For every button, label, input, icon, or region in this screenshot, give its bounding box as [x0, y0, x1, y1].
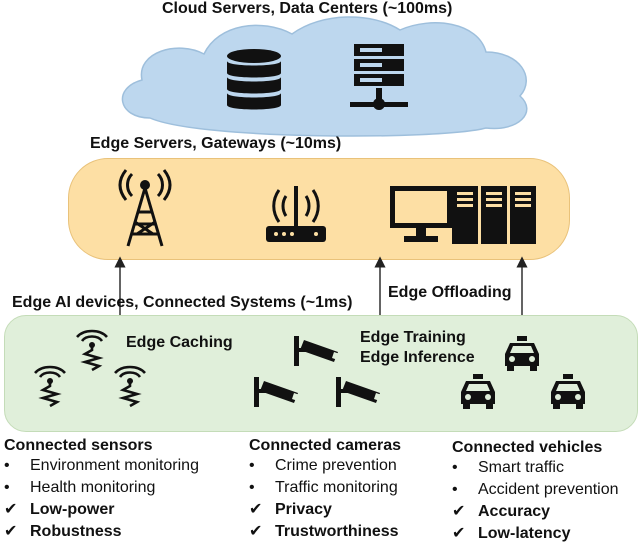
check-icon: ✔ [249, 523, 263, 540]
check-icon: ✔ [452, 503, 466, 520]
cloud-shape [121, 16, 528, 137]
check-item: ✔Robustness [4, 521, 199, 543]
edge-offloading-label: Edge Offloading [388, 284, 512, 301]
check-icon: ✔ [4, 523, 18, 540]
check-item: ✔Low-latency [452, 523, 619, 545]
bullet-item: •Health monitoring [4, 479, 156, 496]
camera-icon [294, 336, 340, 366]
router-icon [266, 186, 326, 242]
bullet-item: •Smart traffic [452, 459, 564, 476]
sensors-column: Connected sensors •Environment monitorin… [4, 437, 199, 543]
column-title: Connected vehicles [452, 439, 603, 456]
device-layer-panel [4, 315, 638, 432]
check-item: ✔Low-power [4, 499, 199, 521]
server-rack-icon [350, 44, 408, 110]
vehicles-column: Connected vehicles •Smart traffic •Accid… [452, 439, 619, 545]
car-icon [505, 336, 539, 371]
camera-icon [336, 377, 382, 407]
cameras-column: Connected cameras •Crime prevention •Tra… [249, 437, 401, 543]
column-title: Connected sensors [4, 437, 153, 454]
bullet-item: •Accident prevention [452, 481, 619, 498]
server-icon [452, 186, 536, 244]
column-title: Connected cameras [249, 437, 402, 454]
database-icon [227, 49, 281, 110]
cloud-layer-label: Cloud Servers, Data Centers (~100ms) [162, 0, 453, 17]
bullet-item: •Crime prevention [249, 457, 397, 474]
check-item: ✔Accuracy [452, 501, 619, 523]
edge-inference-label: Edge Inference [360, 349, 475, 366]
cell-tower-icon [118, 169, 172, 247]
check-icon: ✔ [4, 501, 18, 518]
car-icon [551, 374, 585, 409]
bullet-item: •Traffic monitoring [249, 479, 398, 496]
check-icon: ✔ [452, 525, 466, 542]
camera-icon [254, 377, 300, 407]
sensor-icon [76, 329, 108, 372]
check-item: ✔Trustworthiness [249, 521, 401, 543]
edge-caching-label: Edge Caching [126, 334, 233, 351]
bullet-item: •Environment monitoring [4, 457, 199, 474]
check-item: ✔Privacy [249, 499, 401, 521]
car-icon [461, 374, 495, 409]
check-icon: ✔ [249, 501, 263, 518]
monitor-icon [390, 186, 452, 242]
device-layer-label: Edge AI devices, Connected Systems (~1ms… [12, 294, 353, 311]
edge-layer-label: Edge Servers, Gateways (~10ms) [90, 135, 342, 152]
edge-training-label: Edge Training [360, 329, 466, 346]
sensor-icon [34, 365, 66, 408]
sensor-icon [114, 365, 146, 408]
